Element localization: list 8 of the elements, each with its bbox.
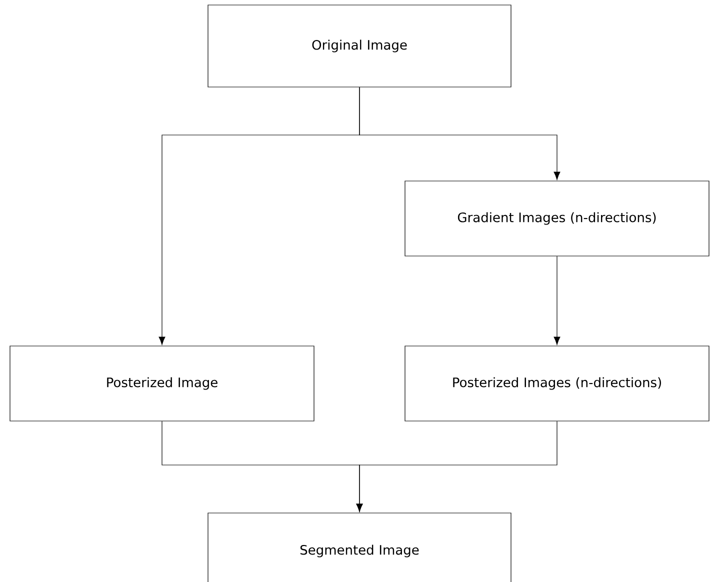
arrow xyxy=(356,421,558,512)
arrow xyxy=(554,256,560,345)
process-box: Posterized Image xyxy=(10,346,314,422)
process-box: Gradient Images (n-directions) xyxy=(404,180,710,256)
process-box: Posterized Images (n-directions) xyxy=(404,346,710,422)
arrow xyxy=(359,87,560,180)
process-box: Original Image xyxy=(208,4,512,88)
process-box: Segmented Image xyxy=(208,512,512,582)
